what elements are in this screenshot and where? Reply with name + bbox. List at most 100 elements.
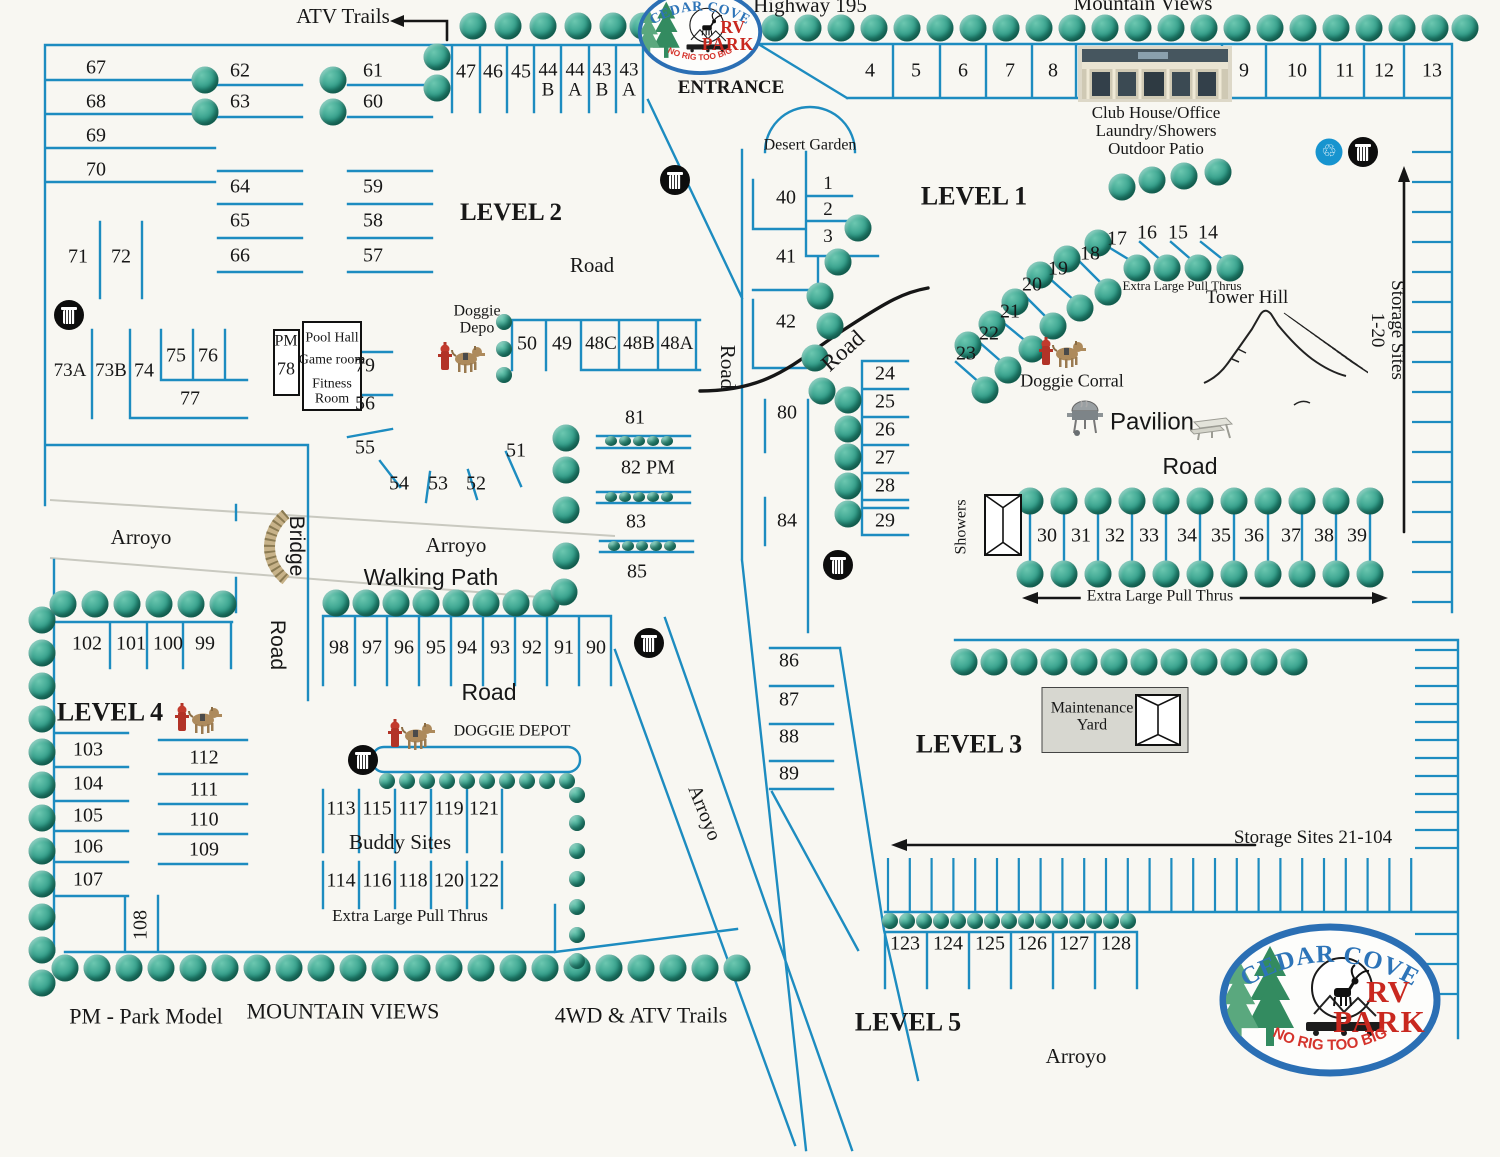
tree-icon	[552, 424, 580, 452]
tree-icon	[1118, 560, 1146, 588]
label-48c: 48C	[585, 333, 617, 355]
small-tree-icon	[399, 773, 415, 789]
tree-icon	[824, 248, 852, 276]
tree-icon	[1288, 487, 1316, 515]
tree-icon	[28, 804, 56, 832]
label-74: 74	[134, 359, 154, 382]
label-buddy-sites: Buddy Sites	[348, 830, 452, 855]
tree-icon	[1026, 261, 1054, 289]
label-46: 46	[483, 60, 503, 83]
small-tree-icon	[569, 899, 585, 915]
tree-icon	[275, 954, 303, 982]
label-18: 18	[1080, 242, 1100, 265]
tree-icon	[115, 954, 143, 982]
label-43-b: 43 B	[592, 59, 612, 100]
tree-icon	[1094, 278, 1122, 306]
small-tree-icon	[559, 773, 575, 789]
pine-trees-icon	[652, 1, 680, 58]
tree-icon	[472, 589, 500, 617]
label-42: 42	[776, 310, 796, 333]
label-88: 88	[779, 725, 799, 748]
label-61: 61	[363, 59, 383, 82]
tree-icon	[81, 590, 109, 618]
tree-icon	[691, 954, 719, 982]
label-57: 57	[363, 244, 383, 267]
tree-icon	[28, 936, 56, 964]
label-41: 41	[776, 245, 796, 268]
tree-icon	[723, 954, 751, 982]
label-40: 40	[776, 186, 796, 209]
label-62: 62	[230, 59, 250, 82]
small-tree-icon	[439, 773, 455, 789]
label-86: 86	[779, 649, 799, 672]
tree-icon	[1184, 254, 1212, 282]
bush-icon	[661, 436, 673, 446]
tree-icon	[382, 589, 410, 617]
label-122: 122	[469, 869, 499, 892]
label-92: 92	[522, 636, 542, 659]
label-33: 33	[1139, 524, 1159, 547]
label-24: 24	[875, 362, 895, 385]
label-arroyo: Arroyo	[110, 525, 172, 550]
label-108: 108	[129, 910, 152, 940]
label-90: 90	[586, 636, 606, 659]
label-32: 32	[1105, 524, 1125, 547]
tree-icon	[145, 590, 173, 618]
tree-icon	[211, 954, 239, 982]
label-22: 22	[979, 322, 999, 345]
tree-icon	[552, 496, 580, 524]
tree-icon	[319, 66, 347, 94]
tree-icon	[1322, 560, 1350, 588]
tree-icon	[806, 282, 834, 310]
label-103: 103	[73, 738, 103, 761]
tree-icon	[860, 14, 888, 42]
tree-icon	[191, 98, 219, 126]
tree-icon	[1254, 560, 1282, 588]
label-68: 68	[86, 90, 106, 113]
label-105: 105	[73, 804, 103, 827]
label-tower-hill: Tower Hill	[1205, 287, 1289, 309]
label-level-3: LEVEL 3	[915, 729, 1023, 759]
label-116: 116	[362, 869, 392, 892]
small-tree-icon	[496, 367, 512, 383]
trash-icon	[823, 550, 853, 580]
tree-icon	[959, 14, 987, 42]
tree-icon	[49, 590, 77, 618]
tree-icon	[494, 12, 522, 40]
screen-box-icon	[1135, 694, 1181, 746]
tree-icon	[978, 310, 1006, 338]
label-highway-195: Highway 195	[753, 0, 867, 18]
tree-icon	[1280, 648, 1308, 676]
tree-icon	[552, 542, 580, 570]
label-60: 60	[363, 90, 383, 113]
bush-icon	[619, 492, 631, 502]
label-83: 83	[626, 510, 646, 533]
tree-icon	[1123, 254, 1151, 282]
pool-hall-building-box	[302, 321, 362, 411]
label-15: 15	[1168, 221, 1188, 244]
label-111: 111	[189, 778, 219, 801]
tree-icon	[28, 738, 56, 766]
label-mountain-views: Mountain Views	[1073, 0, 1213, 16]
small-tree-icon	[479, 773, 495, 789]
label-75: 75	[166, 344, 186, 367]
elk-silhouette-icon	[1333, 964, 1370, 1007]
tree-icon	[1186, 487, 1214, 515]
tree-icon	[980, 648, 1008, 676]
label-67: 67	[86, 56, 106, 79]
tree-icon	[552, 456, 580, 484]
label-37: 37	[1281, 524, 1301, 547]
small-tree-icon	[569, 787, 585, 803]
tree-icon	[1084, 560, 1112, 588]
tree-icon	[550, 578, 578, 606]
tree-icon	[992, 14, 1020, 42]
tree-icon	[1388, 14, 1416, 42]
label-extra-large-pull-thrus: Extra Large Pull Thrus	[1080, 588, 1240, 606]
label-78: 78	[277, 358, 295, 379]
label-64: 64	[230, 175, 250, 198]
label-level-5: LEVEL 5	[854, 1007, 962, 1037]
tree-icon	[1016, 560, 1044, 588]
grill-icon	[1067, 399, 1103, 437]
label-13: 13	[1422, 59, 1442, 82]
